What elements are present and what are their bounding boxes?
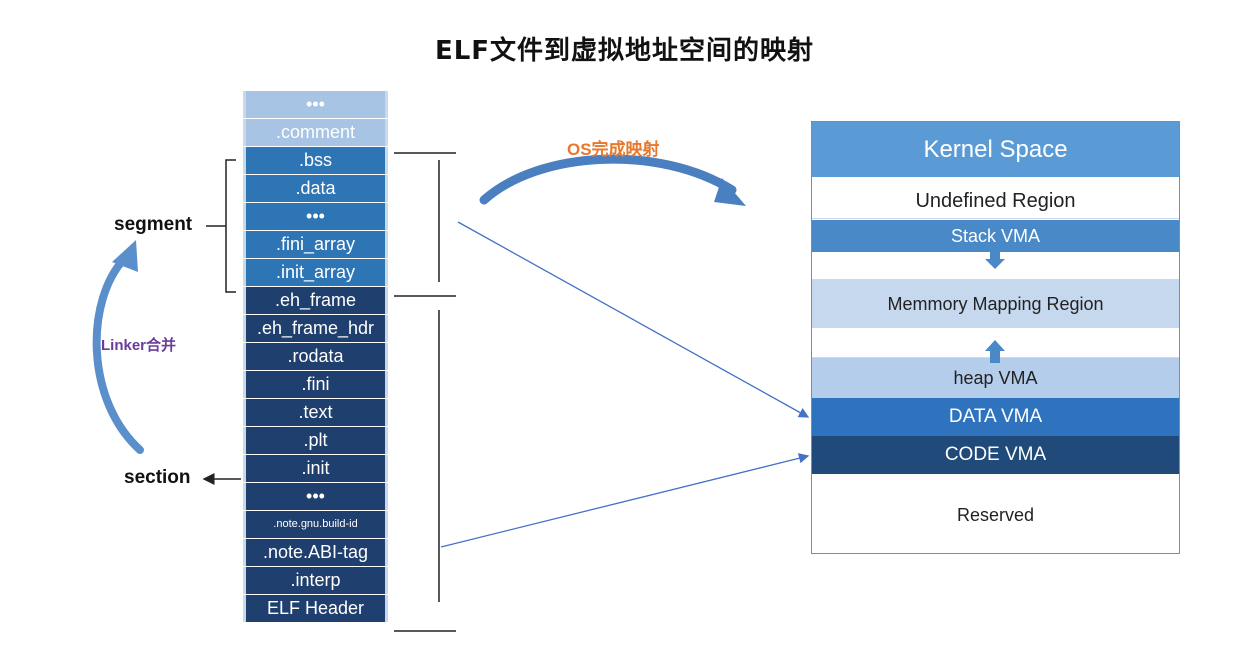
elf-section-cell: .data xyxy=(243,175,388,202)
elf-section-cell: .note.ABI-tag xyxy=(243,539,388,566)
elf-section-cell: .bss xyxy=(243,147,388,174)
reserved-label: Reserved xyxy=(956,505,1035,525)
linker-merge-label: Linker合并 xyxy=(101,337,177,354)
kernel-space-label: Kernel Space xyxy=(923,136,1068,163)
segment-bracket-right-upper xyxy=(394,152,456,297)
heap-up-arrow xyxy=(985,340,1005,363)
data-vma-block: DATA VMA xyxy=(812,398,1179,436)
memory-mapping-block: Memmory Mapping Region xyxy=(812,280,1179,328)
virtual-address-space: Kernel Space Undefined Region Stack VMA … xyxy=(811,121,1180,554)
undefined-region-label: Undefined Region xyxy=(915,190,1076,212)
os-mapping-arrow xyxy=(479,154,746,206)
memory-mapping-label: Memmory Mapping Region xyxy=(887,294,1104,314)
elf-section-cell: ••• xyxy=(243,91,388,118)
elf-section-cell: .eh_frame_hdr xyxy=(243,315,388,342)
elf-section-cell: .fini xyxy=(243,371,388,398)
elf-section-cell: .interp xyxy=(243,567,388,594)
page-title: ELF文件到虚拟地址空间的映射 xyxy=(434,36,815,66)
stack-down-arrow xyxy=(985,251,1005,269)
section-label: section xyxy=(124,467,191,488)
linker-merge-arrow xyxy=(92,240,144,454)
reserved-block: Reserved xyxy=(812,474,1179,553)
elf-section-column: •••.comment.bss.data•••.fini_array.init_… xyxy=(243,91,394,623)
stack-vma-block: Stack VMA xyxy=(812,220,1179,252)
elf-section-cell: .eh_frame xyxy=(243,287,388,314)
elf-section-cell: .text xyxy=(243,399,388,426)
elf-section-cell: .rodata xyxy=(243,343,388,370)
segment-bracket-right-lower xyxy=(394,310,456,632)
code-vma-block: CODE VMA xyxy=(812,436,1179,474)
elf-section-cell: ELF Header xyxy=(243,595,388,622)
code-vma-label: CODE VMA xyxy=(944,444,1047,465)
segment-label: segment xyxy=(114,214,193,235)
code-mapping-arrow xyxy=(440,453,810,548)
kernel-space-block: Kernel Space xyxy=(812,122,1179,177)
elf-section-cell: .fini_array xyxy=(243,231,388,258)
elf-section-cell: .init xyxy=(243,455,388,482)
stack-vma-label: Stack VMA xyxy=(950,226,1041,246)
os-mapping-label: OS完成映射 xyxy=(567,140,660,159)
elf-section-cell: .note.gnu.build-id xyxy=(243,511,388,538)
elf-section-cell: ••• xyxy=(243,483,388,510)
elf-section-cell: ••• xyxy=(243,203,388,230)
elf-section-cell: .plt xyxy=(243,427,388,454)
data-mapping-arrow xyxy=(457,221,810,418)
elf-section-cell: .init_array xyxy=(243,259,388,286)
heap-vma-block: heap VMA xyxy=(812,358,1179,398)
undefined-region-block: Undefined Region xyxy=(812,177,1179,219)
elf-section-cell: .comment xyxy=(243,119,388,146)
segment-bracket xyxy=(206,159,236,293)
heap-vma-label: heap VMA xyxy=(953,368,1038,388)
data-vma-label: DATA VMA xyxy=(948,406,1043,427)
gap-block xyxy=(812,252,1179,280)
